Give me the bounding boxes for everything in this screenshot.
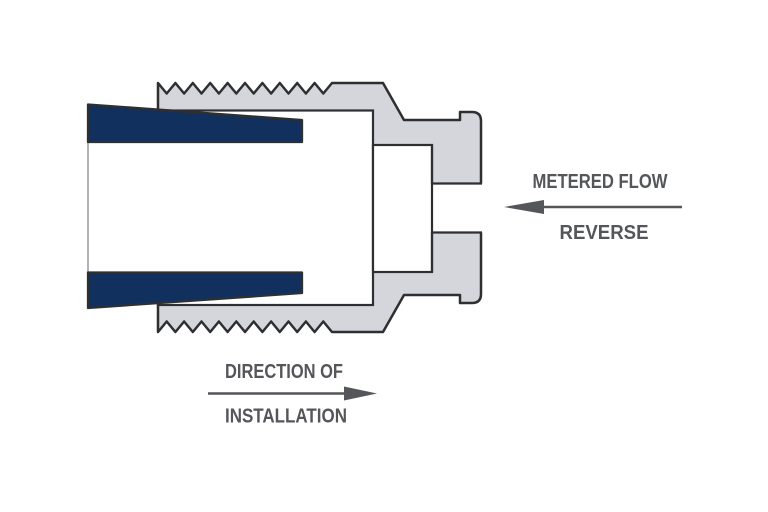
- pipe-top-band: [86, 103, 304, 144]
- reverse-label: REVERSE: [560, 221, 649, 244]
- direction-of-label: DIRECTION OF: [225, 360, 343, 383]
- metered-flow-label: METERED FLOW: [533, 170, 669, 193]
- pipe-body: [88, 104, 302, 308]
- right-arrowhead-icon: [344, 386, 377, 401]
- outlet-channel-edges: [430, 145, 482, 272]
- metered-flow-arrow: [504, 200, 682, 214]
- inner-bore: [371, 143, 434, 274]
- installation-label: INSTALLATION: [225, 405, 347, 428]
- left-arrowhead-icon: [504, 200, 544, 214]
- installation-arrow: [208, 386, 377, 401]
- pipe-bottom-band: [86, 271, 304, 310]
- outlet-channel: [430, 183, 484, 233]
